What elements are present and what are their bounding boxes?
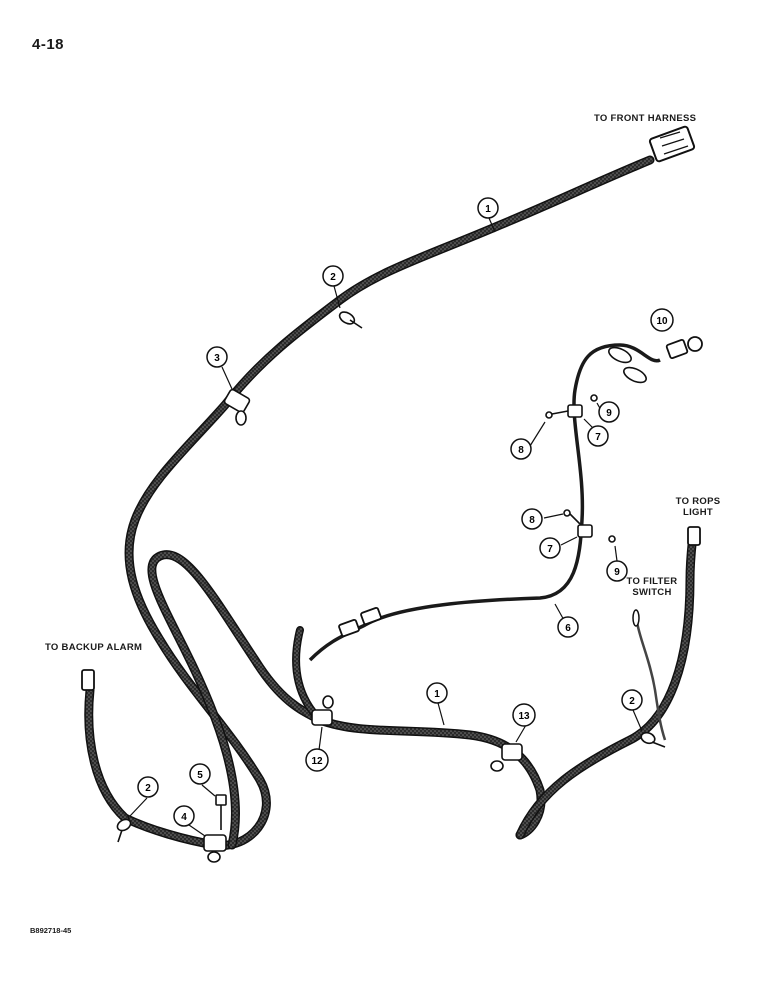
callout-2-upper-number: 2 (330, 272, 336, 283)
callout-10-number: 10 (656, 316, 668, 327)
callout-2-right: 2 (621, 689, 643, 711)
label-to-rops-light-line1: TO ROPS (675, 496, 721, 507)
clamp-2-lower-left (116, 818, 132, 843)
rops-light-connector (687, 526, 701, 546)
callout-8-upper: 8 (510, 438, 532, 460)
filter-switch-terminal (632, 609, 640, 627)
filter-switch-wire (635, 621, 667, 741)
label-to-backup-alarm: TO BACKUP ALARM (45, 642, 143, 653)
label-to-rops-light-line2: LIGHT (683, 507, 713, 518)
callout-1-top-number: 1 (485, 204, 491, 215)
callout-7-lower: 7 (539, 537, 561, 559)
callout-1-lower: 1 (426, 682, 448, 704)
callout-2-lower-left-number: 2 (145, 783, 151, 794)
callout-4: 4 (173, 805, 195, 827)
callout-13-number: 13 (518, 711, 530, 722)
callout-8-lower: 8 (521, 508, 543, 530)
clamp-2-right (640, 731, 666, 748)
clamp-7-upper (545, 394, 598, 419)
callout-7-upper-number: 7 (595, 432, 601, 443)
page-number: 4-18 (32, 36, 65, 53)
clamp-4 (203, 834, 227, 863)
clamp-7-lower (563, 509, 616, 543)
lower-harness-loop (84, 530, 698, 850)
callout-5: 5 (189, 763, 211, 785)
callout-6-number: 6 (565, 623, 571, 634)
callout-4-number: 4 (181, 812, 187, 823)
callout-8-upper-number: 8 (518, 445, 524, 456)
callout-9-upper-number: 9 (606, 408, 612, 419)
callout-10: 10 (650, 308, 674, 332)
clamp-2-upper (338, 311, 363, 329)
label-to-filter-switch-line1: TO FILTER (626, 576, 678, 587)
callout-3: 3 (206, 346, 228, 368)
label-to-filter-switch-line2: SWITCH (632, 587, 672, 598)
callout-2-lower-left: 2 (137, 776, 159, 798)
callout-9-upper: 9 (598, 401, 620, 423)
callout-7-lower-number: 7 (547, 544, 553, 555)
bolt-5 (215, 794, 227, 830)
document-code: B892718-45 (30, 926, 72, 935)
switch-10 (608, 336, 703, 384)
clamp-12 (311, 695, 334, 726)
main-harness-cable (120, 155, 655, 850)
callout-3-number: 3 (214, 353, 220, 364)
callout-5-number: 5 (197, 770, 203, 781)
callout-9-lower-number: 9 (614, 567, 620, 578)
callout-6: 6 (557, 616, 579, 638)
clamp-13 (490, 743, 523, 772)
backup-alarm-connector (81, 669, 95, 691)
callout-13: 13 (512, 703, 536, 727)
callout-2-right-number: 2 (629, 696, 635, 707)
callout-2-upper: 2 (322, 265, 344, 287)
callout-12-number: 12 (311, 756, 323, 767)
leader-lines (129, 217, 643, 837)
callout-1-top: 1 (477, 197, 499, 219)
callout-8-lower-number: 8 (529, 515, 535, 526)
callout-12: 12 (305, 748, 329, 772)
callout-9-lower: 9 (606, 560, 628, 582)
inline-connector (338, 606, 382, 638)
callout-1-lower-number: 1 (434, 689, 440, 700)
callout-7-upper: 7 (587, 425, 609, 447)
label-to-filter-switch: TO FILTER SWITCH (620, 576, 684, 598)
front-harness-connector (648, 125, 696, 163)
label-to-front-harness: TO FRONT HARNESS (594, 113, 697, 124)
clamp-3 (223, 388, 251, 426)
label-to-rops-light: TO ROPS LIGHT (668, 496, 728, 518)
